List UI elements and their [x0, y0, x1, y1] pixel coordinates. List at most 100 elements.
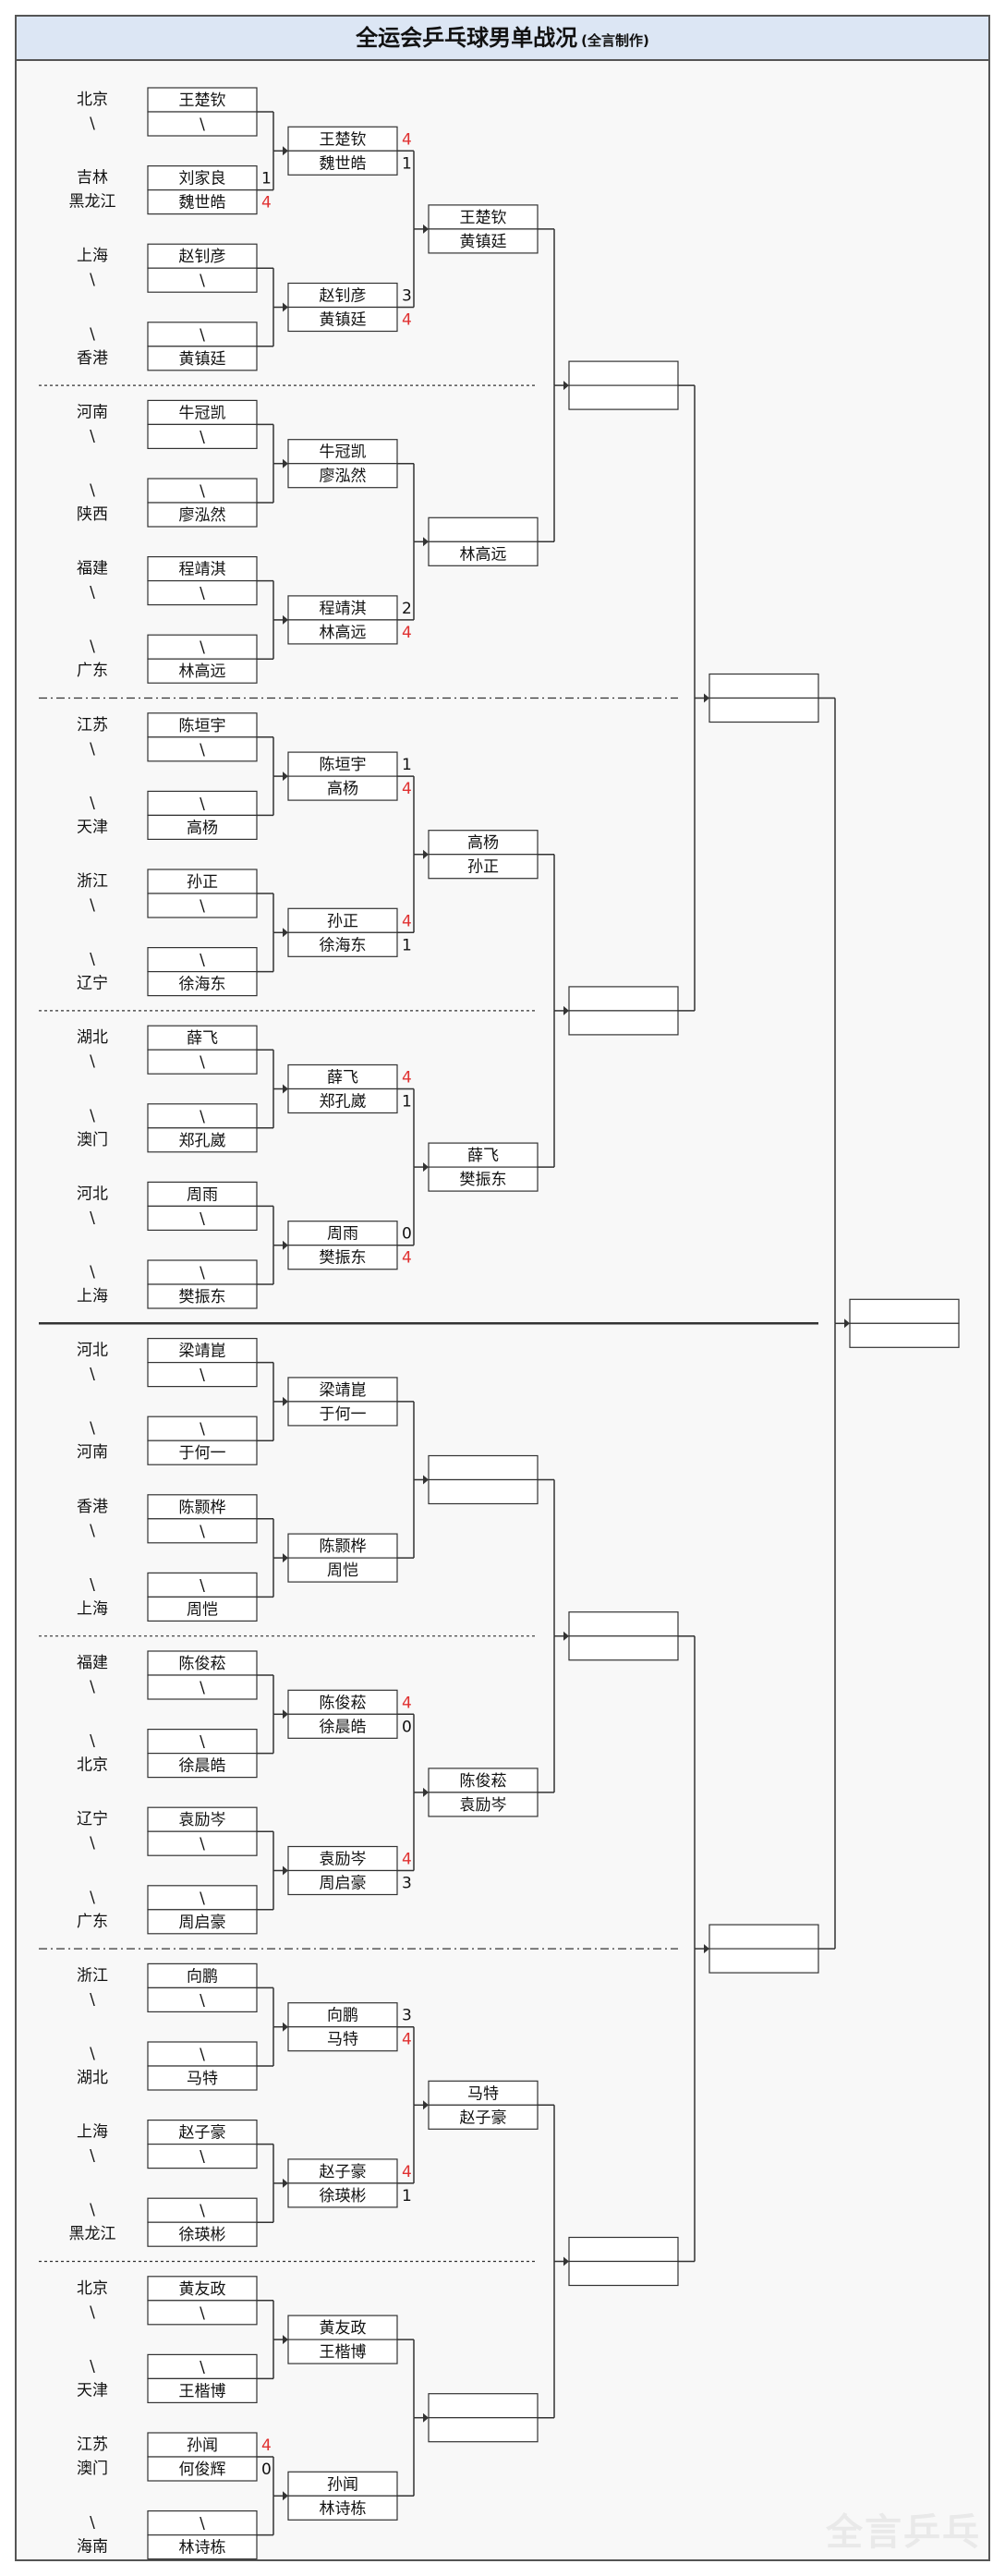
- player-slot: [428, 2104, 539, 2130]
- player-name: 程靖淇: [179, 561, 226, 579]
- player-name: 黄镇廷: [320, 311, 367, 330]
- player-slot: [147, 478, 258, 504]
- player-slot: [287, 931, 398, 957]
- player-slot: [428, 2417, 539, 2443]
- player-slot: [568, 360, 679, 386]
- player-slot: [428, 1454, 539, 1481]
- player-slot: [147, 814, 258, 841]
- province-label: \: [90, 1052, 95, 1071]
- arrow-icon: [563, 1631, 569, 1641]
- arrow-icon: [283, 2178, 288, 2188]
- province-label: 上海: [77, 1287, 108, 1306]
- match-score: 4: [402, 780, 412, 798]
- province-label: \: [90, 1732, 95, 1751]
- player-name: 于何一: [320, 1405, 367, 1424]
- player-slot: [287, 150, 398, 176]
- player-name: 徐瑛彬: [320, 2187, 367, 2205]
- province-label: \: [90, 1889, 95, 1907]
- province-label: 河北: [77, 1342, 108, 1360]
- province-label: \: [90, 271, 95, 289]
- province-label: 上海: [77, 247, 108, 265]
- player-name: \: [200, 2304, 205, 2323]
- player-slot: [147, 2510, 258, 2536]
- player-name: 马特: [187, 2070, 218, 2088]
- arrow-icon: [423, 1475, 429, 1485]
- province-label: \: [90, 794, 95, 812]
- match-score: 1: [402, 1093, 412, 1112]
- province-label: 上海: [77, 1599, 108, 1618]
- match-score: 3: [402, 2007, 412, 2025]
- province-label: \: [90, 1522, 95, 1540]
- player-slot: [287, 619, 398, 645]
- player-name: 向鹏: [327, 2007, 358, 2025]
- player-slot: [147, 2300, 258, 2326]
- player-slot: [287, 282, 398, 309]
- province-label: \: [90, 1107, 95, 1125]
- province-label: \: [90, 1678, 95, 1696]
- player-slot: [147, 111, 258, 137]
- player-slot: [147, 346, 258, 371]
- player-slot: [147, 87, 258, 113]
- player-name: \: [200, 1733, 205, 1752]
- player-name: 高杨: [187, 819, 218, 837]
- player-name: \: [200, 1264, 205, 1282]
- player-name: 廖泓然: [320, 468, 367, 486]
- player-slot: [568, 986, 679, 1012]
- player-name: \: [200, 482, 205, 501]
- province-label: \: [90, 1575, 95, 1594]
- player-name: \: [200, 428, 205, 446]
- province-label: 海南: [77, 2538, 108, 2557]
- arrow-icon: [423, 849, 429, 859]
- player-name: 徐海东: [320, 936, 367, 954]
- match-score: 4: [261, 194, 272, 213]
- player-slot: [287, 595, 398, 621]
- player-name: 于何一: [179, 1444, 226, 1463]
- player-name: 黄友政: [179, 2280, 226, 2299]
- arrow-icon: [283, 146, 288, 156]
- player-name: 魏世皓: [320, 154, 367, 173]
- player-name: 程靖淇: [320, 600, 367, 618]
- province-label: 河南: [77, 1443, 108, 1462]
- province-label: \: [90, 427, 95, 445]
- player-name: 徐海东: [179, 976, 226, 994]
- arrow-icon: [283, 2022, 288, 2032]
- match-score: 4: [402, 912, 412, 930]
- province-label: \: [90, 1366, 95, 1384]
- player-slot: [147, 1752, 258, 1779]
- player-slot: [287, 1689, 398, 1715]
- match-score: 4: [402, 624, 412, 642]
- player-name: 樊振东: [320, 1249, 367, 1268]
- player-slot: [287, 2182, 398, 2208]
- match-score: 4: [402, 1694, 412, 1712]
- arrow-icon: [844, 1318, 850, 1329]
- match-score: 3: [402, 287, 412, 306]
- player-slot: [147, 1416, 258, 1441]
- province-label: 黑龙江: [69, 2225, 116, 2243]
- arrow-icon: [283, 2491, 288, 2501]
- player-slot: [708, 673, 819, 699]
- player-slot: [147, 790, 258, 817]
- player-name: 牛冠凯: [320, 444, 367, 462]
- player-slot: [428, 541, 539, 566]
- player-name: \: [200, 272, 205, 290]
- arrow-icon: [563, 1005, 569, 1015]
- player-name: 周恺: [327, 1561, 358, 1580]
- player-slot: [147, 1572, 258, 1598]
- match-score: 0: [402, 1718, 412, 1736]
- arrow-icon: [283, 772, 288, 782]
- player-slot: [708, 1924, 819, 1950]
- player-name: 袁励岑: [460, 1796, 507, 1815]
- player-slot: [147, 423, 258, 449]
- player-slot: [147, 1728, 258, 1755]
- player-name: 薛飞: [467, 1147, 499, 1165]
- province-label: 北京: [77, 2279, 108, 2298]
- player-slot: [147, 1962, 258, 1988]
- player-name: 周雨: [327, 1225, 358, 1244]
- player-name: 王楷博: [320, 2343, 367, 2362]
- province-label: 江苏: [77, 2436, 108, 2454]
- player-name: 王楚钦: [460, 209, 507, 227]
- player-name: 赵钊彦: [179, 248, 226, 266]
- province-label: 湖北: [77, 2069, 108, 2087]
- province-label: \: [90, 2514, 95, 2533]
